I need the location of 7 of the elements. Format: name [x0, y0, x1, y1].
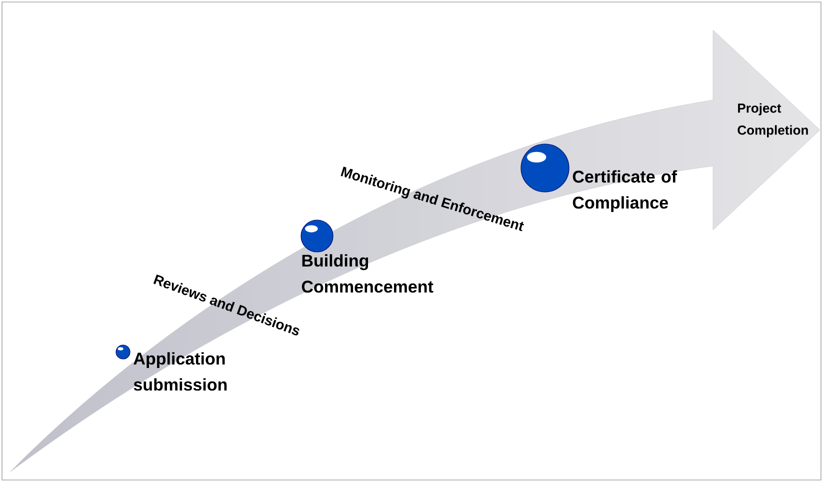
milestone-sphere: [116, 344, 130, 360]
stage-label: Project Completion: [738, 103, 808, 138]
milestone-label: Application submission: [134, 352, 227, 391]
milestone-label: Building Commencement: [302, 254, 434, 293]
milestone-sphere: [300, 220, 334, 252]
milestone-sphere: [520, 144, 570, 192]
milestone-label: Certificate of Compliance: [572, 170, 678, 212]
